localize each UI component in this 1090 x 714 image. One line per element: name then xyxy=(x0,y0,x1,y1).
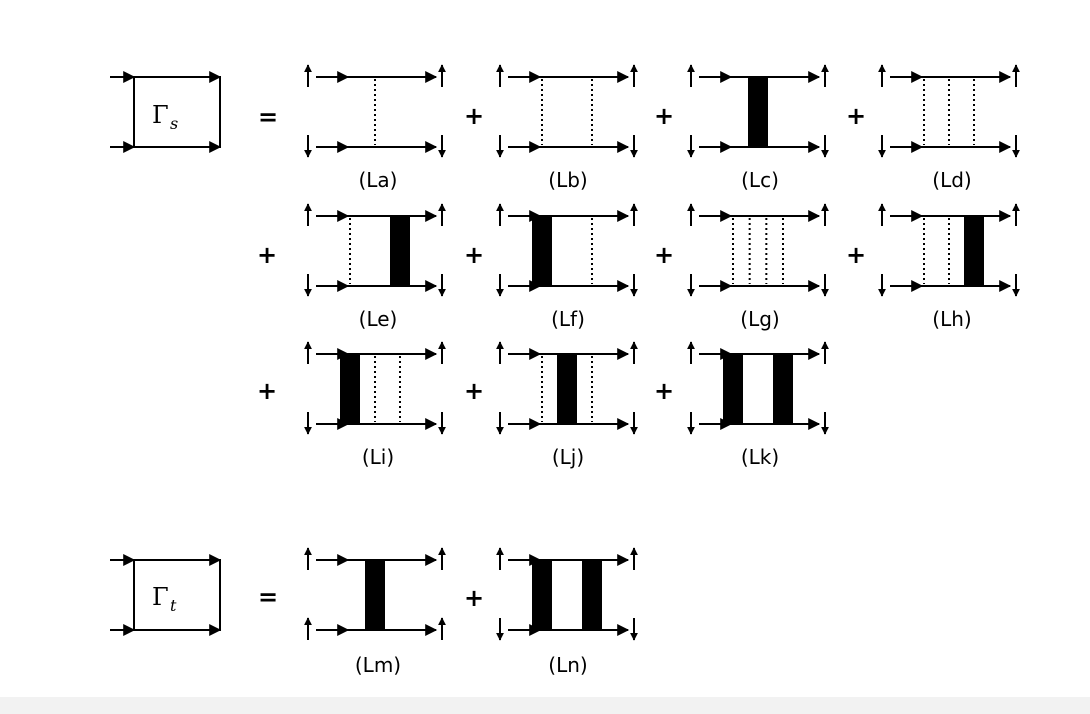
gamma-s-box xyxy=(133,76,221,148)
ladder-diagram-lc xyxy=(687,64,829,158)
diagram-label: (Lj) xyxy=(552,445,584,469)
plus-sign: + xyxy=(654,102,674,130)
ladder-diagram-lk xyxy=(687,341,829,435)
gamma-t-symbol: Γ xyxy=(152,583,169,611)
diagram-label: (Lk) xyxy=(741,445,779,469)
ladder-diagram-lh xyxy=(878,203,1020,297)
bottom-band xyxy=(0,697,1090,714)
ladder-diagram-lf xyxy=(496,203,638,297)
solid-interaction-block xyxy=(582,560,602,630)
plus-sign: + xyxy=(846,241,866,269)
gamma-s-symbol: Γ xyxy=(152,101,169,129)
plus-sign: + xyxy=(464,584,484,612)
equals-sign-t: = xyxy=(258,583,278,611)
diagram-label: (Li) xyxy=(362,445,394,469)
ladder-diagram-lj xyxy=(496,341,638,435)
gamma-t-box xyxy=(133,559,221,631)
solid-interaction-block xyxy=(340,354,360,424)
plus-sign: + xyxy=(464,241,484,269)
solid-interaction-block xyxy=(964,216,984,286)
ladder-diagram-lm xyxy=(304,547,446,640)
ladder-diagram-la xyxy=(304,64,446,158)
gamma-s-subscript: s xyxy=(170,114,178,133)
solid-interaction-block xyxy=(532,560,552,630)
diagram-label: (Ld) xyxy=(932,168,971,192)
ladder-diagram-ld xyxy=(878,64,1020,158)
gamma-s-vertex: Γ s xyxy=(110,71,222,153)
ladder-diagram-le xyxy=(304,203,446,297)
diagram-label: (Lm) xyxy=(355,653,401,677)
diagram-label: (Lb) xyxy=(548,168,587,192)
solid-interaction-block xyxy=(390,216,410,286)
solid-interaction-block xyxy=(557,354,577,424)
diagram-label: (Lh) xyxy=(932,307,971,331)
diagram-label: (Lc) xyxy=(741,168,779,192)
plus-sign: + xyxy=(257,241,277,269)
ladder-diagram-ln xyxy=(496,547,638,641)
diagram-label: (Lg) xyxy=(740,307,779,331)
plus-sign: + xyxy=(464,377,484,405)
diagram-label: (Lf) xyxy=(551,307,585,331)
solid-interaction-block xyxy=(532,216,552,286)
gamma-t-subscript: t xyxy=(170,596,177,615)
solid-interaction-block xyxy=(773,354,793,424)
plus-sign: + xyxy=(654,241,674,269)
ladder-diagram-lg xyxy=(687,203,829,297)
ladder-diagram-lb xyxy=(496,64,638,158)
plus-sign: + xyxy=(464,102,484,130)
solid-interaction-block xyxy=(748,77,768,147)
plus-sign: + xyxy=(654,377,674,405)
gamma-t-vertex: Γ t xyxy=(110,554,222,636)
equals-sign-s: = xyxy=(258,103,278,131)
diagram-label: (Le) xyxy=(359,307,398,331)
ladder-diagram-li xyxy=(304,341,446,435)
solid-interaction-block xyxy=(723,354,743,424)
solid-interaction-block xyxy=(365,560,385,630)
plus-sign: + xyxy=(257,377,277,405)
diagram-label: (La) xyxy=(358,168,397,192)
diagram-label: (Ln) xyxy=(548,653,587,677)
plus-sign: + xyxy=(846,102,866,130)
